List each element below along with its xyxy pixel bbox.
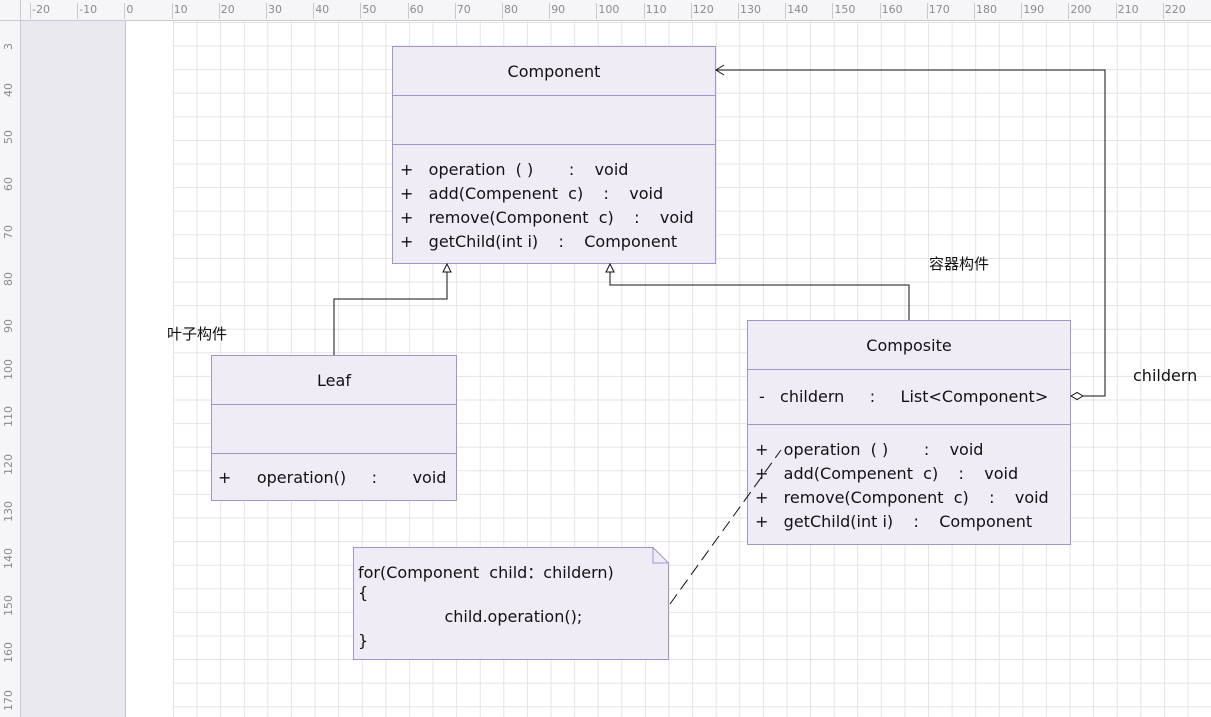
ruler-tick-horizontal: 30: [266, 3, 282, 19]
ruler-tick-horizontal: -10: [77, 3, 98, 19]
note-line: }: [358, 631, 369, 650]
class-composite-attributes: - childern : List<Component>: [748, 370, 1070, 425]
class-component[interactable]: Component + operation ( ) : void + add(C…: [392, 46, 716, 264]
offcanvas-area: [21, 21, 126, 717]
ruler-tick-horizontal: 130: [738, 3, 761, 19]
ruler-tick-horizontal: 110: [643, 3, 667, 19]
method-line: + getChild(int i) : Component: [400, 232, 678, 251]
class-leaf-title: Leaf: [212, 356, 456, 405]
method-line: + getChild(int i) : Component: [755, 512, 1033, 531]
ruler-tick-horizontal: 180: [974, 3, 997, 19]
class-composite-title: Composite: [748, 321, 1070, 370]
composite-role-label[interactable]: 容器构件: [929, 255, 990, 273]
ruler-tick-vertical: 40: [2, 83, 15, 97]
leaf-role-label[interactable]: 叶子构件: [167, 325, 228, 343]
ruler-tick-horizontal: 50: [360, 3, 377, 19]
ruler-tick-vertical: 60: [2, 177, 15, 192]
ruler-tick-vertical: 90: [2, 319, 15, 333]
class-composite[interactable]: Composite - childern : List<Component> +…: [747, 320, 1071, 545]
class-composite-methods: + operation ( ) : void + add(Compenent c…: [748, 425, 1070, 544]
class-component-attributes: [393, 96, 715, 145]
ruler-tick-horizontal: 200: [1068, 3, 1092, 19]
ruler-tick-horizontal: 60: [407, 3, 424, 19]
ruler-tick-vertical: 70: [2, 224, 15, 239]
method-line: + operation ( ) : void: [400, 160, 629, 179]
ruler-tick-horizontal: 40: [313, 3, 330, 19]
method-line: + add(Compenent c) : void: [400, 184, 664, 203]
ruler-tick-vertical: 80: [2, 271, 15, 286]
ruler-tick-horizontal: 190: [1021, 3, 1045, 19]
class-component-name: Component: [507, 61, 601, 81]
ruler-tick-vertical: 120: [2, 453, 15, 475]
attribute-line: - childern : List<Component>: [759, 387, 1049, 406]
ruler-tick-horizontal: 210: [1115, 3, 1139, 19]
ruler-tick-vertical: 50: [2, 130, 15, 145]
page-margin: [126, 21, 173, 717]
note-line: child.operation();: [358, 607, 583, 626]
method-line: + operation() : void: [218, 468, 447, 487]
ruler-corner: [0, 0, 21, 21]
ruler-tick-vertical: 170: [2, 689, 15, 711]
ruler-tick-horizontal: 150: [832, 3, 856, 19]
method-line: + remove(Component c) : void: [400, 208, 694, 227]
class-leaf-name: Leaf: [317, 370, 351, 390]
note-outline: [353, 547, 669, 660]
ruler-tick-vertical: 150: [2, 595, 15, 617]
ruler-tick-horizontal: -20: [30, 3, 50, 19]
method-line: + add(Compenent c) : void: [755, 464, 1019, 483]
ruler-tick-horizontal: 100: [596, 3, 620, 19]
class-leaf[interactable]: Leaf + operation() : void: [211, 355, 457, 501]
ruler-tick-horizontal: 0: [124, 3, 134, 19]
association-label[interactable]: childern: [1133, 366, 1198, 385]
ruler-tick-horizontal: 70: [454, 3, 471, 19]
ruler-tick-horizontal: 140: [785, 3, 809, 19]
class-leaf-attributes: [212, 405, 456, 454]
class-component-methods: + operation ( ) : void + add(Compenent c…: [393, 145, 715, 263]
method-line: + operation ( ) : void: [755, 440, 984, 459]
ruler-tick-horizontal: 120: [690, 3, 714, 19]
ruler-tick-horizontal: 80: [502, 3, 518, 19]
ruler-tick-horizontal: 220: [1162, 3, 1186, 19]
ruler-tick-vertical: 140: [2, 548, 15, 569]
ruler-tick-vertical: 160: [2, 642, 15, 664]
ruler-horizontal: -20 -10 0 10 20 30 40 50 60 70 80 90 100 110 120 130 140…: [0, 0, 1211, 21]
ruler-tick-horizontal: 90: [549, 3, 566, 19]
class-leaf-methods: + operation() : void: [212, 454, 456, 500]
ruler-tick-vertical: 110: [2, 406, 15, 428]
ruler-tick-vertical: 130: [2, 500, 15, 522]
ruler-tick-vertical: 100: [2, 359, 15, 381]
ruler-tick-vertical: 3: [2, 43, 15, 50]
note-shape[interactable]: for(Component child：childern) { child.op…: [353, 547, 669, 660]
note-line: {: [358, 583, 369, 602]
method-line: + remove(Component c) : void: [755, 488, 1049, 507]
ruler-tick-horizontal: 170: [926, 3, 950, 19]
ruler-tick-horizontal: 20: [218, 3, 235, 19]
ruler-vertical: 3 40 50 60 70 80 90 100 110 120 130 140 150 160 170: [0, 20, 21, 717]
ruler-tick-horizontal: 160: [879, 3, 903, 19]
class-composite-name: Composite: [866, 335, 952, 355]
note-line: for(Component child：childern): [358, 563, 614, 582]
class-component-title: Component: [393, 47, 715, 96]
ruler-tick-horizontal: 10: [171, 3, 188, 19]
